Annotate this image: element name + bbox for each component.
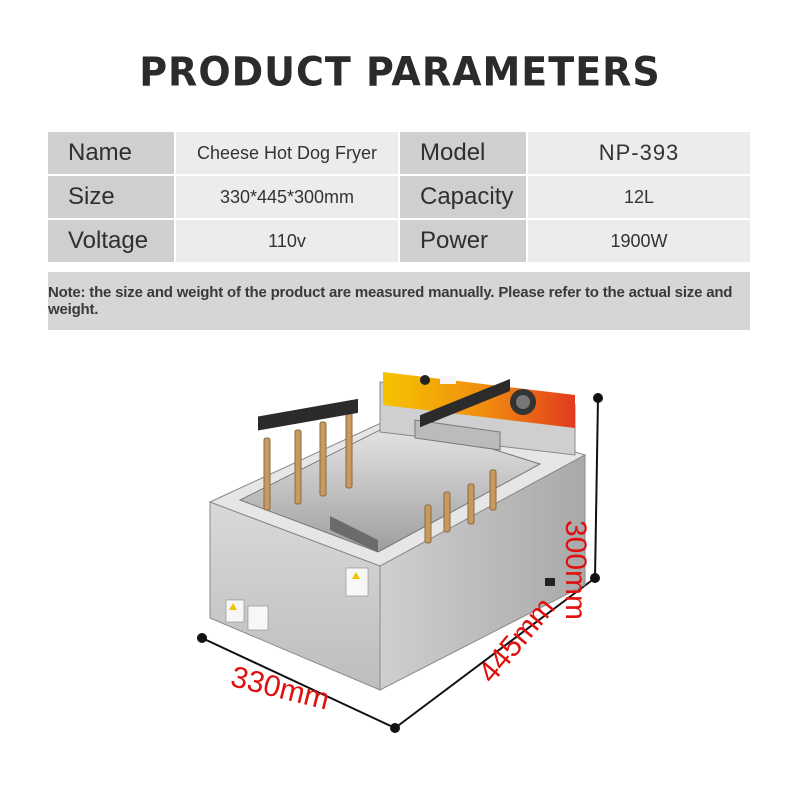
measurement-note: Note: the size and weight of the product… <box>48 272 750 330</box>
fryer-product-image <box>197 372 603 733</box>
size-value: 330*445*300mm <box>176 176 398 218</box>
name-value: Cheese Hot Dog Fryer <box>176 132 398 174</box>
power-label: Power <box>400 220 526 262</box>
power-value: 1900W <box>528 220 750 262</box>
capacity-label: Capacity <box>400 176 526 218</box>
name-label: Name <box>48 132 174 174</box>
voltage-value: 110v <box>176 220 398 262</box>
size-label: Size <box>48 176 174 218</box>
model-value: NP-393 <box>528 132 750 174</box>
capacity-value: 12L <box>528 176 750 218</box>
dimension-lines <box>201 397 599 729</box>
parameters-table: Name Cheese Hot Dog Fryer Model NP-393 S… <box>48 132 750 262</box>
voltage-label: Voltage <box>48 220 174 262</box>
model-label: Model <box>400 132 526 174</box>
height-dimension-label: 300mm <box>559 520 592 621</box>
page-title: PRODUCT PARAMETERS <box>139 48 661 96</box>
hot-dog-sticks <box>263 411 497 544</box>
dimension-dots <box>197 393 603 733</box>
